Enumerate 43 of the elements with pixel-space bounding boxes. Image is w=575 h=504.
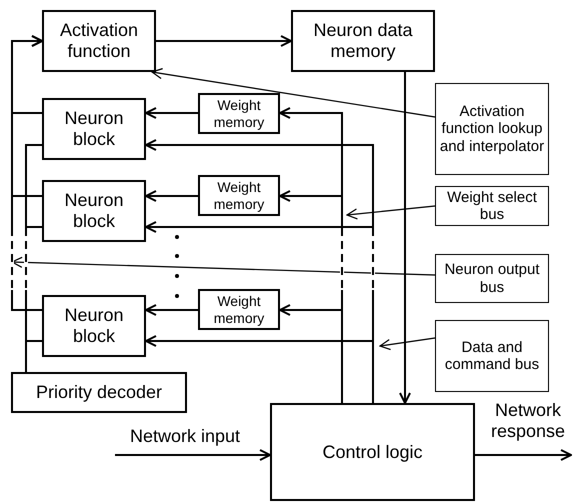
arrow bbox=[156, 35, 292, 47]
arrow bbox=[145, 335, 374, 403]
arrow bbox=[11, 35, 43, 311]
block-label: Neuron block bbox=[63, 108, 125, 150]
memory-box bbox=[198, 175, 280, 216]
block-box bbox=[291, 10, 435, 72]
arrow bbox=[145, 304, 198, 316]
callout-text: Data and command bus bbox=[444, 338, 540, 374]
block-box bbox=[42, 180, 146, 242]
block-label: Neuron block bbox=[63, 305, 125, 347]
block-label: Priority decoder bbox=[36, 382, 162, 403]
block-label: Activation function bbox=[58, 20, 140, 62]
leader-line bbox=[11, 256, 436, 276]
block-box bbox=[270, 403, 475, 501]
callout-box bbox=[435, 83, 549, 175]
memory-box bbox=[198, 289, 280, 330]
arrow bbox=[145, 190, 198, 202]
leader-line bbox=[379, 337, 436, 350]
arrow bbox=[279, 304, 343, 403]
callout-text: Activation function lookup and interpolator bbox=[438, 103, 546, 155]
block-box bbox=[42, 10, 156, 72]
arrow bbox=[475, 449, 572, 461]
leader-line bbox=[151, 68, 436, 118]
leader-line bbox=[346, 205, 436, 220]
callout-text: Weight select bus bbox=[446, 188, 538, 224]
callout-text: Neuron output bus bbox=[443, 261, 541, 296]
callout-box bbox=[435, 254, 549, 303]
callout-box bbox=[435, 320, 549, 392]
connector-line bbox=[25, 340, 42, 372]
memory-label: Weight memory bbox=[212, 97, 266, 130]
block-label: Neuron data memory bbox=[312, 20, 414, 62]
block-box bbox=[42, 98, 146, 160]
block-box bbox=[42, 295, 146, 357]
memory-box bbox=[198, 93, 280, 134]
arrow bbox=[115, 449, 271, 461]
memory-label: Weight memory bbox=[212, 293, 266, 326]
block-label: Control logic bbox=[322, 442, 423, 462]
arrow bbox=[145, 107, 198, 119]
memory-label: Weight memory bbox=[212, 179, 266, 212]
arrow bbox=[399, 72, 411, 404]
block-label: Neuron block bbox=[63, 190, 125, 232]
block-box bbox=[11, 372, 187, 413]
callout-box bbox=[435, 186, 549, 226]
